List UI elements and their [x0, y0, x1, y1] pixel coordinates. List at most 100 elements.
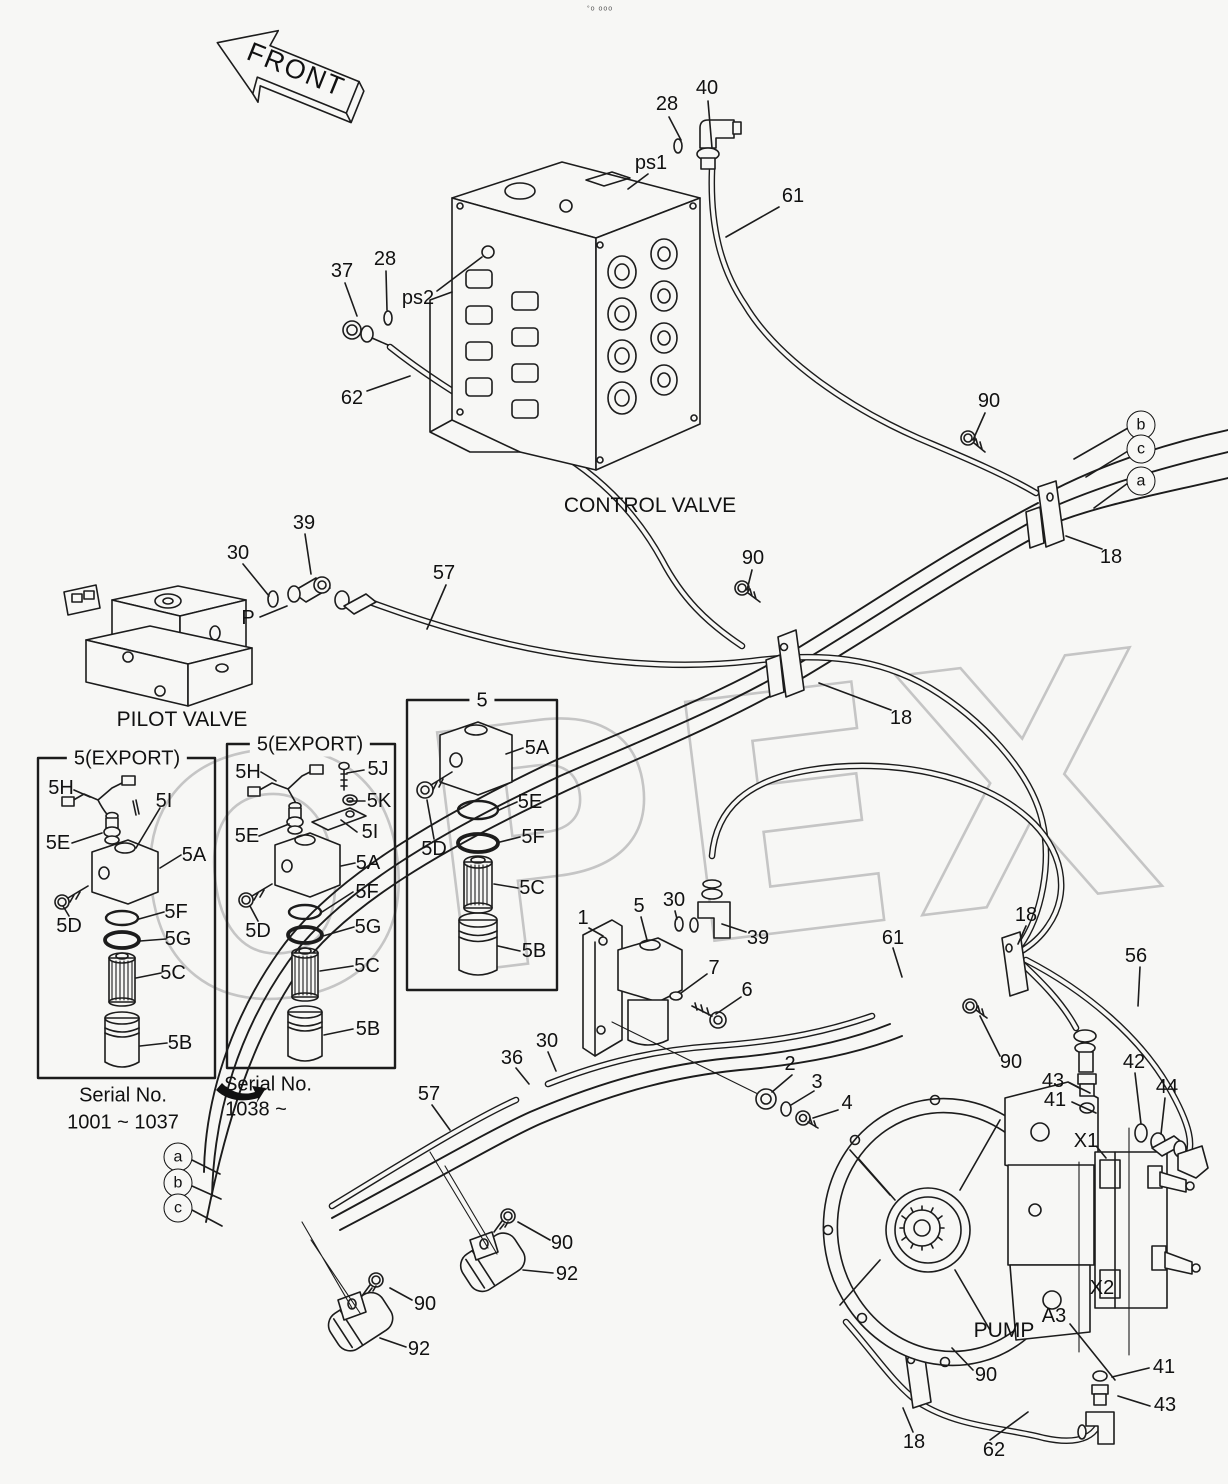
part-callout: 5H [48, 777, 74, 799]
part-callout: 5D [245, 920, 271, 942]
pipe-id-badge: b [163, 1168, 193, 1198]
part-callout: 42 [1122, 1051, 1146, 1073]
part-callout: 5G [164, 928, 192, 950]
part-callout: 5C [354, 955, 380, 977]
part-callout: P [241, 607, 255, 629]
part-callout: 7 [708, 957, 720, 979]
box3-title: 5 [469, 689, 495, 713]
part-callout: 5 [633, 895, 645, 917]
part-callout: 62 [982, 1439, 1006, 1461]
part-callout: 5I [361, 821, 379, 843]
part-callout: 39 [746, 927, 770, 949]
part-callout: 39 [292, 512, 316, 534]
pilot-valve-drawing [63, 576, 377, 707]
part-callout: 41 [1152, 1356, 1176, 1378]
part-callout: 28 [373, 248, 397, 270]
part-callout: X2 [1089, 1277, 1115, 1299]
part-callout: 56 [1124, 945, 1148, 967]
leader-lines [62, 100, 1166, 1441]
part-callout: 61 [881, 927, 905, 949]
part-callout: 5I [155, 790, 173, 812]
part-callout: 5C [519, 877, 545, 899]
part-callout: 5F [521, 826, 545, 848]
part-callout: 5G [354, 916, 382, 938]
part-callout: 43 [1153, 1394, 1177, 1416]
part-callout: X1 [1073, 1130, 1099, 1152]
part-callout: 61 [781, 185, 805, 207]
clamps-and-bolts [301, 430, 1065, 1409]
part-callout: 5B [355, 1018, 381, 1040]
part-callout: 90 [550, 1232, 574, 1254]
part-callout: 44 [1155, 1076, 1179, 1098]
filter-assembly-drawing [582, 879, 819, 1129]
part-callout: 5D [56, 915, 82, 937]
box2-title: 5(EXPORT) [249, 733, 371, 757]
part-callout: 57 [432, 562, 456, 584]
part-callout: ps2 [401, 287, 435, 309]
part-callout: 5E [45, 832, 71, 854]
part-callout: 90 [974, 1364, 998, 1386]
part-callout: 5F [164, 901, 188, 923]
part-callout: 5E [234, 825, 260, 847]
part-callout: 43 [1041, 1070, 1065, 1092]
part-callout: 90 [999, 1051, 1023, 1073]
control-valve-drawing [342, 119, 742, 471]
part-callout: 5A [524, 737, 550, 759]
part-callout: 5D [421, 838, 447, 860]
print-artifact-text: °o ooo [586, 5, 614, 13]
part-callout: 18 [889, 707, 913, 729]
part-callout: 90 [413, 1293, 437, 1315]
part-callout: 5A [355, 852, 381, 874]
part-callout: 5J [367, 758, 389, 780]
pipe-id-badge: c [1126, 434, 1156, 464]
part-callout: 2 [784, 1053, 796, 1075]
part-callout: 30 [662, 889, 686, 911]
box2-serial-range: 1038 ~ [225, 1098, 287, 1121]
part-callout: 90 [741, 547, 765, 569]
part-callout: 4 [841, 1092, 853, 1114]
part-callout: 5A [181, 844, 207, 866]
part-callout: 6 [741, 979, 753, 1001]
part-callout: 18 [1099, 546, 1123, 568]
part-callout: 5K [366, 790, 392, 812]
part-callout: 40 [695, 77, 719, 99]
box2-serial-label: Serial No. [224, 1073, 312, 1096]
detail-boxes [36, 698, 559, 1104]
box1-serial-range: 1001 ~ 1037 [67, 1111, 179, 1134]
pipe-id-badge: c [163, 1193, 193, 1223]
hoses [328, 166, 1194, 1444]
part-callout: 5B [521, 940, 547, 962]
part-callout: 1 [577, 907, 589, 929]
pipe-id-badge: a [163, 1142, 193, 1172]
part-callout: 92 [407, 1338, 431, 1360]
part-callout: 30 [535, 1030, 559, 1052]
part-callout: 5E [517, 791, 543, 813]
part-callout: 36 [500, 1047, 524, 1069]
front-arrow-label: FRONT [242, 36, 350, 103]
part-callout: 5H [235, 761, 261, 783]
part-callout: 18 [902, 1431, 926, 1453]
box1-serial-label: Serial No. [79, 1084, 167, 1107]
part-callout: 3 [811, 1071, 823, 1093]
part-callout: 90 [977, 390, 1001, 412]
part-callout: 5F [355, 881, 379, 903]
front-arrow [216, 29, 365, 124]
part-callout: 41 [1043, 1089, 1067, 1111]
pilot-valve-label: PILOT VALVE [116, 708, 248, 731]
part-callout: 5C [160, 962, 186, 984]
part-callout: 5B [167, 1032, 193, 1054]
control-valve-label: CONTROL VALVE [563, 494, 737, 517]
part-callout: 57 [417, 1083, 441, 1105]
part-callout: 18 [1014, 904, 1038, 926]
pump-label: PUMP [973, 1319, 1035, 1342]
pipe-id-badge: a [1126, 466, 1156, 496]
box1-title: 5(EXPORT) [66, 747, 188, 771]
part-callout: 92 [555, 1263, 579, 1285]
part-callout: 62 [340, 387, 364, 409]
part-callout: ps1 [634, 152, 668, 174]
part-callout: 28 [655, 93, 679, 115]
part-callout: A3 [1041, 1305, 1067, 1327]
